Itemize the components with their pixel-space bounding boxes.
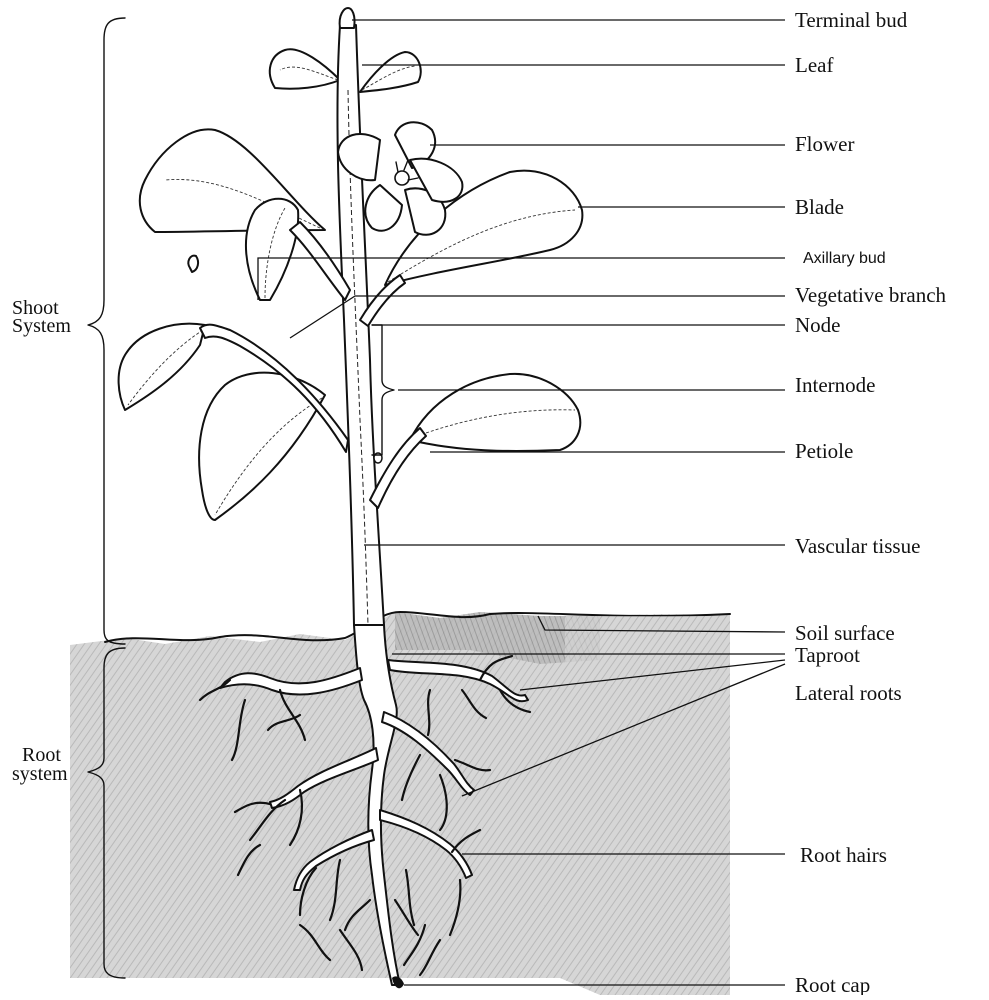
label-axillary-bud: Axillary bud [803,250,886,267]
lower-left-leaf [119,324,205,410]
mid-left-upright-leaf [246,199,298,300]
group-labels: Shoot System Root system [12,297,71,785]
label-terminal-bud: Terminal bud [795,8,908,32]
part-labels: Terminal bud Leaf Flower Blade Axillary … [795,8,947,995]
label-taproot: Taproot [795,643,860,667]
label-root-hairs: Root hairs [800,843,887,867]
right-petiole-branch [370,428,426,508]
top-left-small-leaf [270,49,340,89]
soil-right-panel [565,616,730,978]
root-cap-shape [392,976,404,988]
shoot-system-drawing [119,8,583,625]
label-internode: Internode [795,373,875,397]
label-lateral-roots: Lateral roots [795,681,902,705]
label-root-cap: Root cap [795,973,870,995]
terminal-bud-shape [340,8,355,28]
label-node: Node [795,313,841,337]
shoot-system-bracket [88,18,125,644]
label-blade: Blade [795,195,844,219]
label-soil-surface: Soil surface [795,621,895,645]
label-leaf: Leaf [795,53,833,77]
right-lower-leaf [410,374,580,451]
axillary-bud-shape [188,256,198,272]
shoot-system-label-line2: System [12,315,71,337]
label-petiole: Petiole [795,439,853,463]
root-system-label-line2: system [12,763,68,785]
label-vascular-tissue: Vascular tissue [795,534,920,558]
top-right-small-leaf [360,52,421,92]
label-vegetative-branch: Vegetative branch [795,283,947,307]
label-flower: Flower [795,132,855,156]
internode-bracket [372,325,394,455]
